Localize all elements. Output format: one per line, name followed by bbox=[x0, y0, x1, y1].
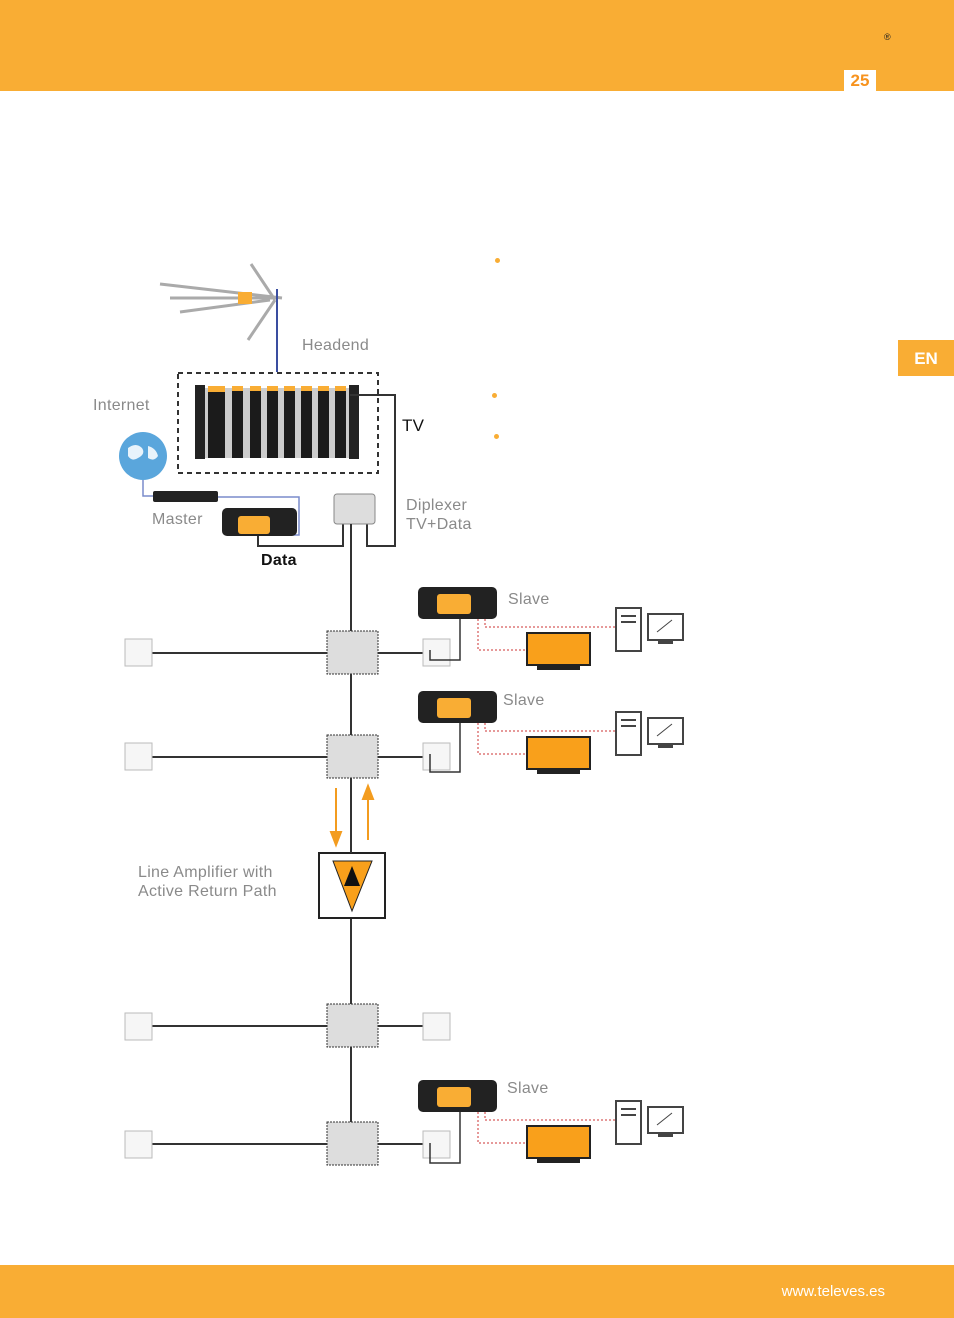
headend-label: Headend bbox=[302, 337, 370, 354]
bullet-point bbox=[492, 393, 497, 398]
footer-url-link[interactable]: www.televes.es bbox=[781, 1283, 885, 1300]
page-header bbox=[0, 0, 954, 91]
antenna-icon bbox=[159, 263, 283, 341]
globe-icon bbox=[119, 432, 167, 480]
signal-arrows-icon bbox=[329, 783, 375, 848]
router-icon bbox=[153, 491, 218, 502]
registered-mark: ® bbox=[884, 32, 891, 42]
bullet-point bbox=[495, 258, 500, 263]
internet-label: Internet bbox=[93, 397, 150, 414]
language-tab-en[interactable]: EN bbox=[898, 340, 954, 376]
master-label: Master bbox=[152, 511, 203, 528]
slave-label: Slave bbox=[507, 1080, 549, 1097]
diplexer-label: Diplexer bbox=[406, 497, 468, 514]
tv-label: TV bbox=[402, 416, 425, 435]
master-modem-icon bbox=[222, 508, 297, 536]
amplifier-label: Line Amplifier with bbox=[138, 864, 273, 881]
amplifier-sublabel: Active Return Path bbox=[138, 883, 277, 900]
diplexer-icon bbox=[333, 493, 376, 525]
slave-label: Slave bbox=[508, 591, 550, 608]
diplexer-sublabel: TV+Data bbox=[406, 516, 472, 533]
page-footer bbox=[0, 1265, 954, 1318]
page-number: 25 bbox=[844, 70, 876, 91]
wall-outlet-icons bbox=[124, 638, 451, 1159]
data-label: Data bbox=[261, 552, 297, 569]
slave-label: Slave bbox=[503, 692, 545, 709]
bullet-point bbox=[494, 434, 499, 439]
tap-icons bbox=[326, 630, 379, 1166]
slave-stations bbox=[418, 587, 684, 1164]
headend-modules-icon bbox=[195, 385, 359, 459]
headend-box bbox=[177, 372, 379, 474]
